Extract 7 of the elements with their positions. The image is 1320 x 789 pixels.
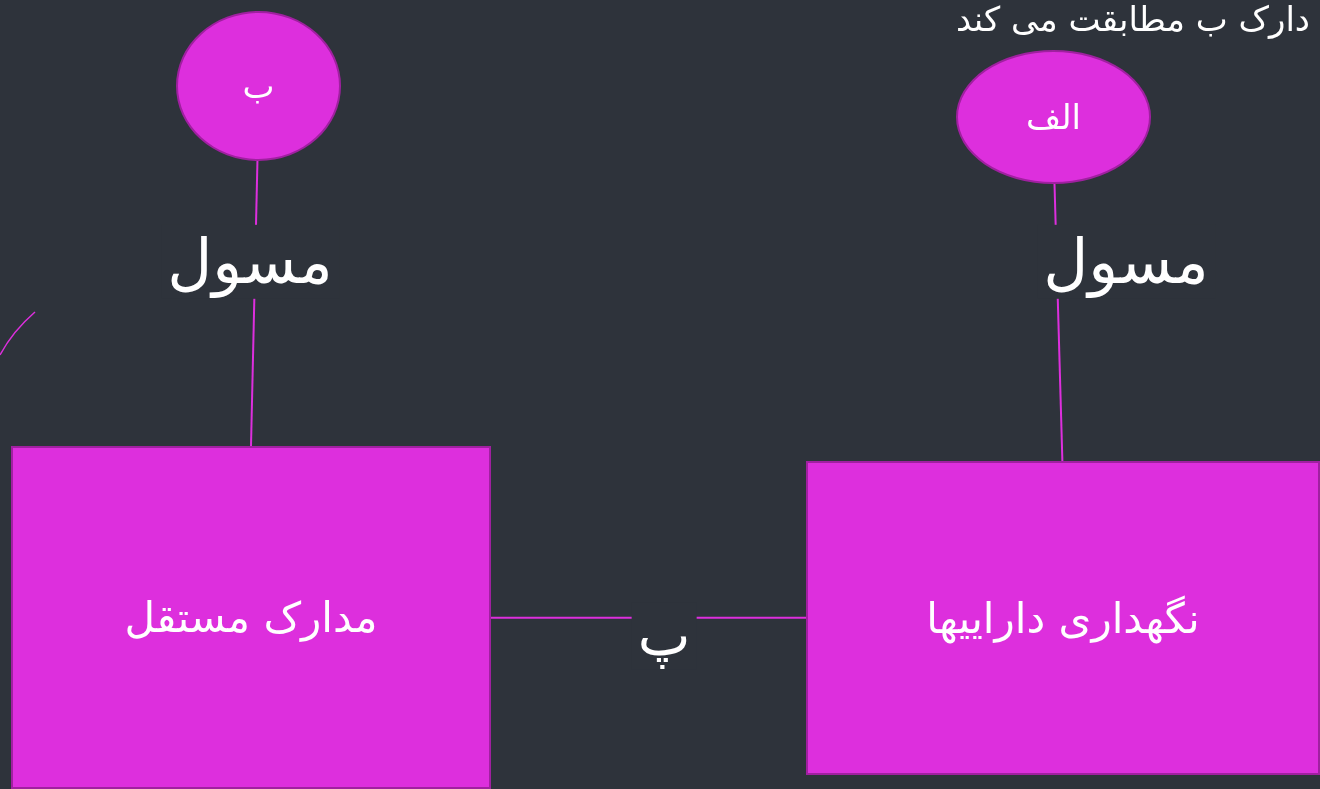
process-box: [11, 446, 491, 789]
node-label: الف: [1026, 97, 1081, 137]
process-box: [806, 461, 1320, 775]
heading: دارک ب مطابقت می کند: [955, 0, 1310, 40]
node-label: نگهداری داراییها: [926, 593, 1200, 643]
node-label: ب: [242, 66, 275, 106]
node-label: مدارک مستقل: [124, 593, 378, 642]
